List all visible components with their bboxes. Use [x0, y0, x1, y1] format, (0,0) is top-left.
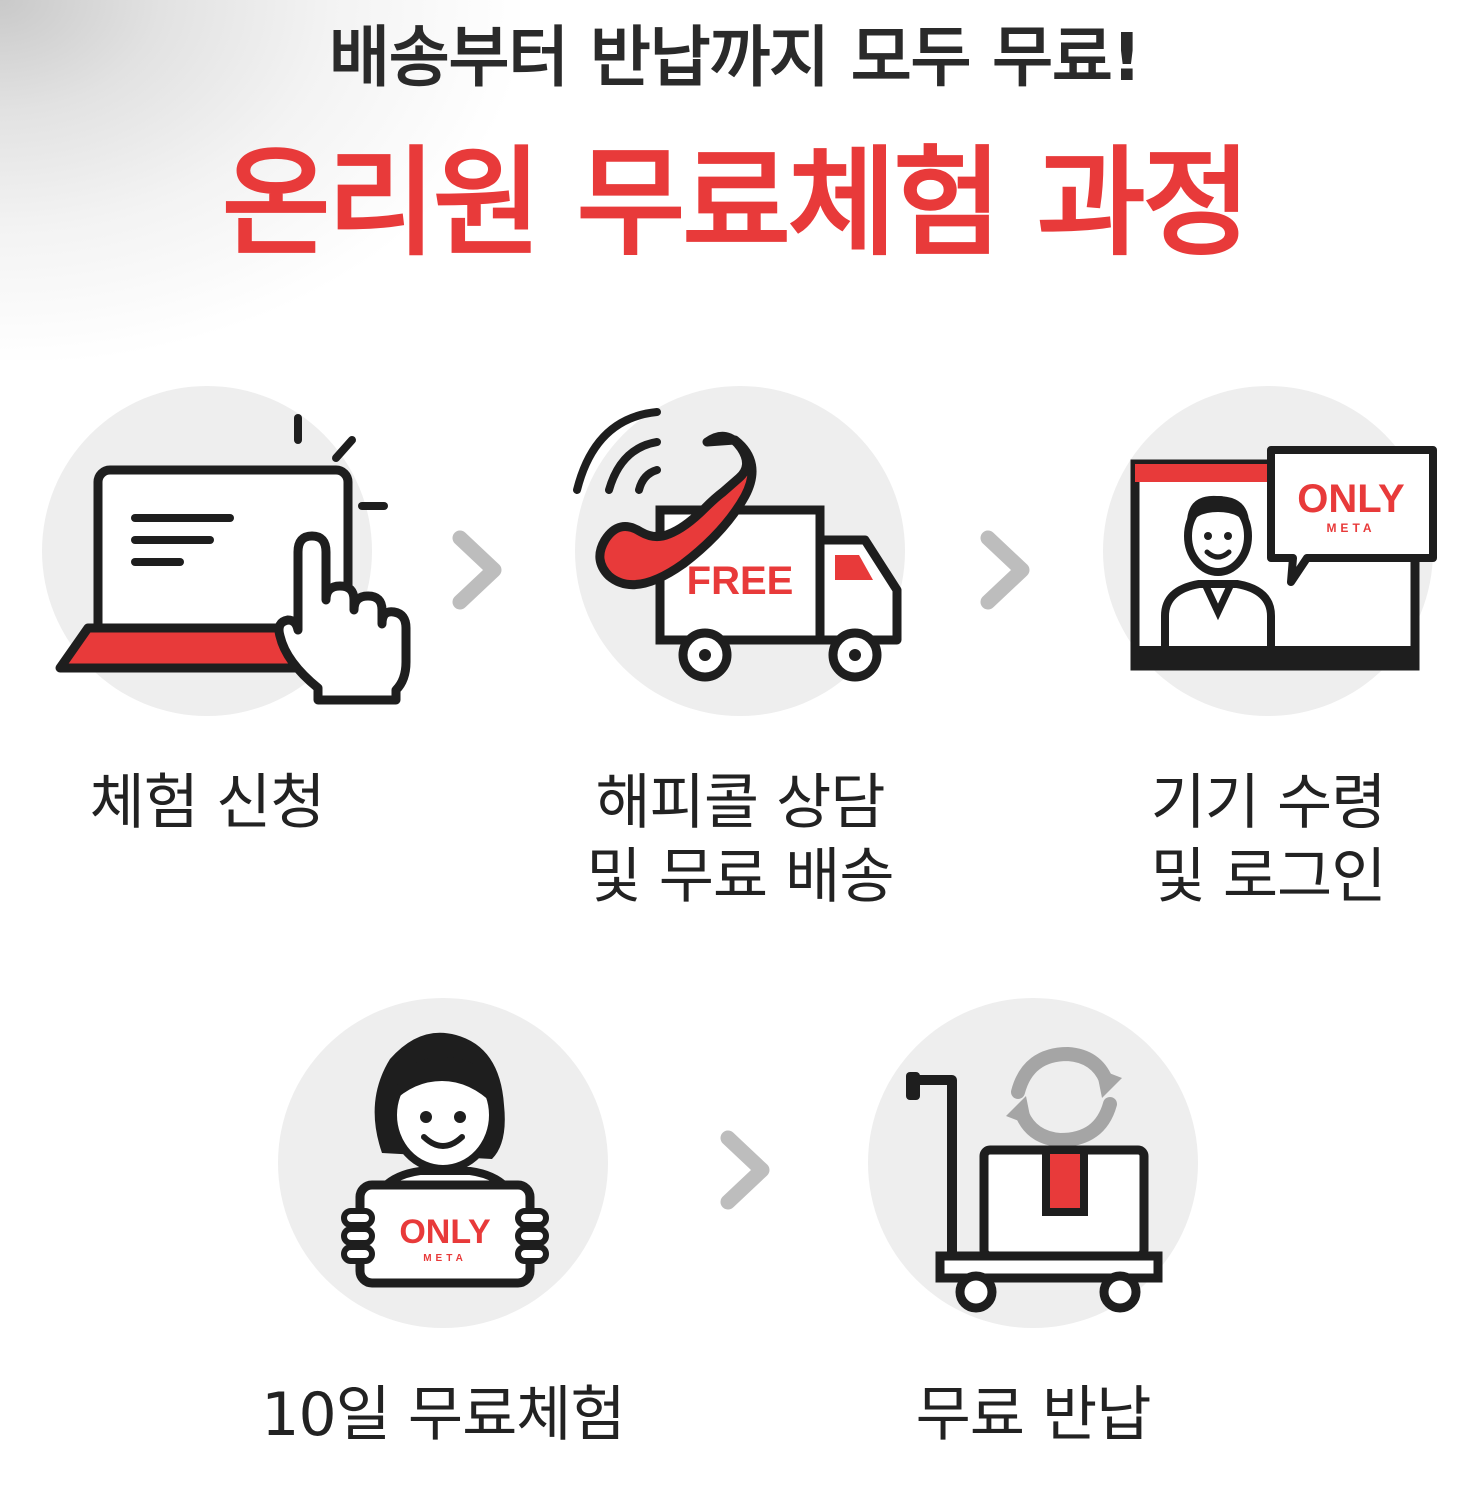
page-subtitle: 배송부터 반납까지 모두 무료! [329, 19, 1142, 96]
cart-return-icon [906, 1046, 1163, 1313]
step-label: 해피콜 상담 및 무료 배송 [586, 768, 894, 912]
svg-text:META: META [1326, 521, 1375, 535]
corner-shade [0, 0, 520, 360]
video-login-icon: ONLY META [1130, 446, 1437, 671]
chevron-right-icon [720, 1130, 770, 1210]
step-label: 체험 신청 [89, 768, 326, 838]
chevron-right-icon [980, 530, 1030, 610]
brand-logo: ONLY [1297, 477, 1405, 521]
laptop-click-icon [55, 414, 411, 705]
step-label: 무료 반납 [915, 1380, 1152, 1450]
free-badge: FREE [687, 559, 794, 603]
person-tablet-icon: ONLY META [341, 1032, 549, 1288]
brand-logo: ONLY [399, 1213, 491, 1251]
svg-text:META: META [423, 1253, 467, 1264]
step-label: 기기 수령 및 로그인 [1150, 768, 1387, 912]
step-label: 10일 무료체험 [261, 1380, 625, 1450]
page-title: 온리원 무료체험 과정 [221, 134, 1251, 272]
phone-truck-icon: FREE [573, 408, 902, 682]
refresh-icon [1006, 1046, 1122, 1148]
chevron-right-icon [452, 530, 502, 610]
